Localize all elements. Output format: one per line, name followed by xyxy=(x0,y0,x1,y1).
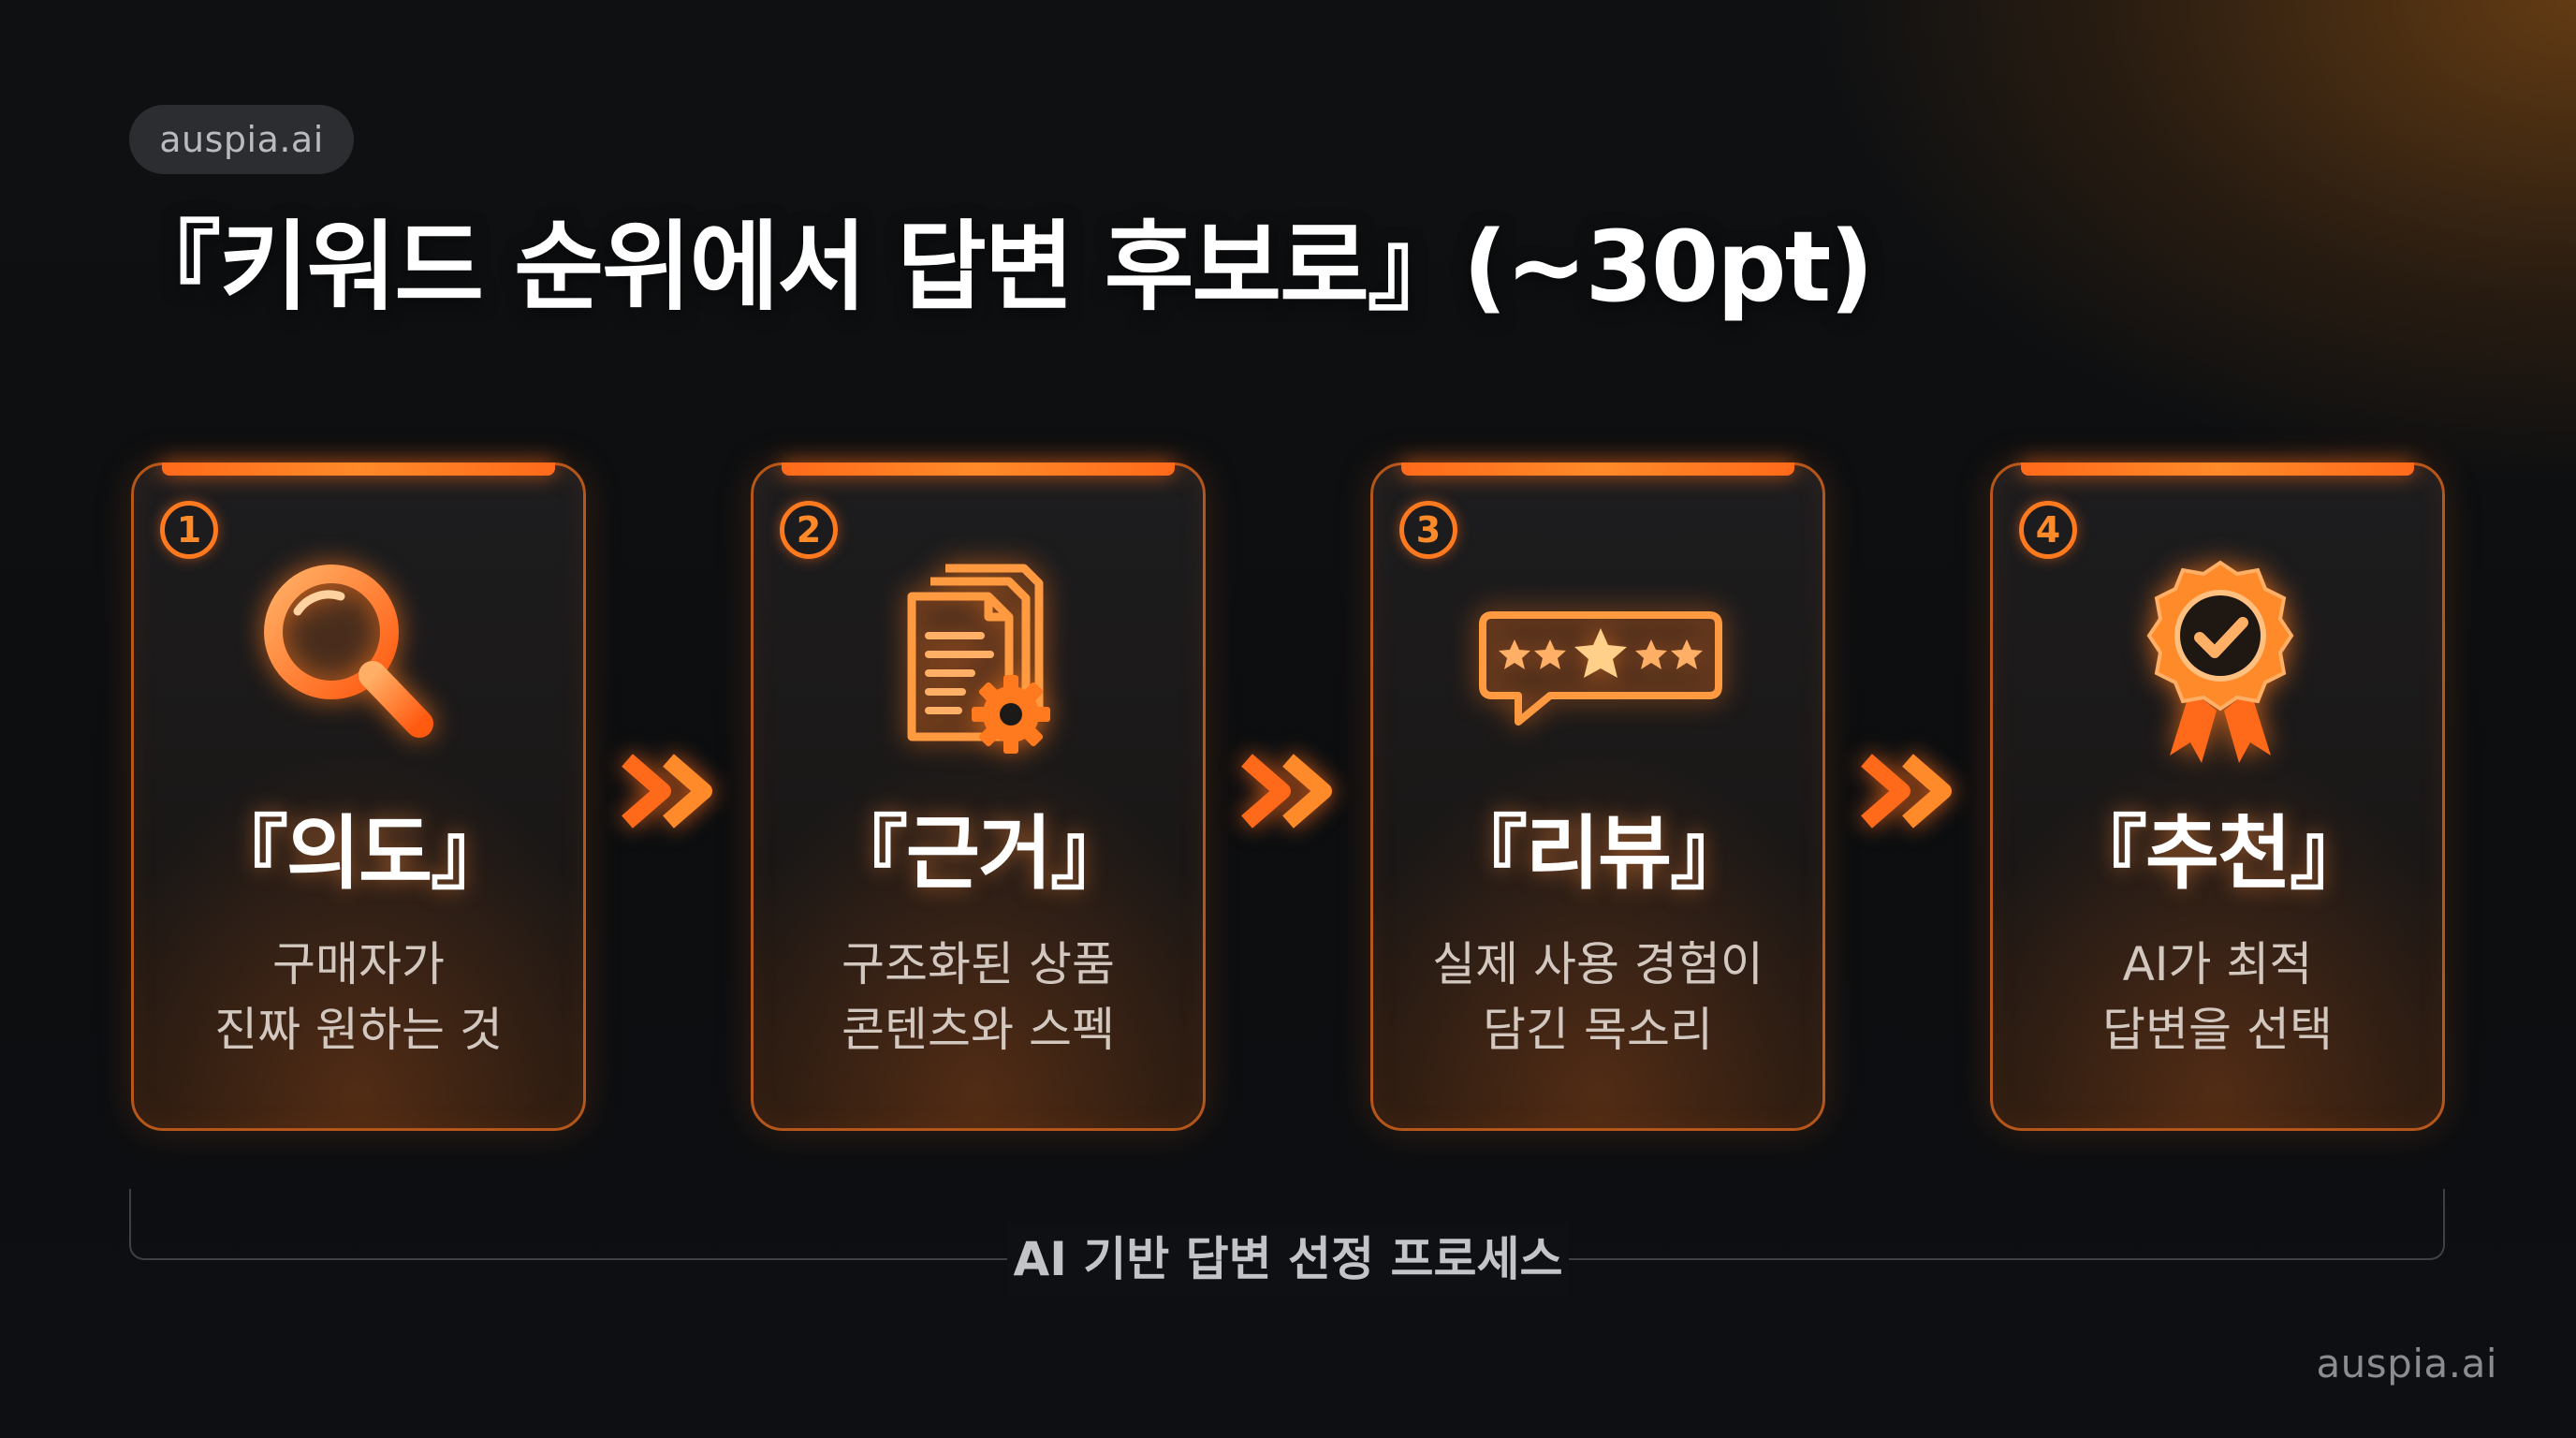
description-line: 진짜 원하는 것 xyxy=(214,1003,503,1057)
page-title: 『키워드 순위에서 답변 후보로』(~30pt) xyxy=(124,210,1874,324)
process-label: AI 기반 답변 선정 프로세스 xyxy=(1007,1225,1569,1294)
description-line: 답변을 선택 xyxy=(2102,1003,2333,1057)
step-number-badge: 3 xyxy=(1399,501,1457,559)
step-label: 『리뷰』 xyxy=(1446,807,1750,901)
step-description: 구매자가 진짜 원하는 것 xyxy=(143,932,574,1063)
magnifier-icon xyxy=(264,565,433,738)
description-line: 담긴 목소리 xyxy=(1483,1003,1713,1057)
step-card-evidence: 2 xyxy=(751,462,1206,1131)
documents-gear-icon xyxy=(907,564,1050,754)
step-card-intent: 1 『의도』 구매자가 진짜 원하는 것 xyxy=(131,462,586,1131)
card-accent-bar xyxy=(782,462,1175,476)
description-line: AI가 최적 xyxy=(2122,937,2313,991)
step-label: 『근거』 xyxy=(827,807,1131,901)
step-card-recommendation: 4 『추천』 AI가 최적 답변을 선택 xyxy=(1990,462,2445,1131)
description-line: 콘텐츠와 스펙 xyxy=(842,1003,1115,1057)
description-line: 구조화된 상품 xyxy=(842,937,1115,991)
footer-brand: auspia.ai xyxy=(2316,1341,2497,1387)
chevron-right-double-icon xyxy=(622,754,712,829)
card-accent-bar xyxy=(1401,462,1794,476)
step-label: 『추천』 xyxy=(2066,807,2370,901)
brand-badge: auspia.ai xyxy=(129,105,354,174)
step-number-badge: 1 xyxy=(160,501,218,559)
star-review-icon xyxy=(1479,611,1722,726)
card-accent-bar xyxy=(162,462,555,476)
description-line: 실제 사용 경험이 xyxy=(1432,937,1764,991)
card-accent-bar xyxy=(2021,462,2414,476)
step-card-reviews: 3 『리뷰』 실제 사용 경험이 담긴 목소리 xyxy=(1370,462,1825,1131)
chevron-right-double-icon xyxy=(1241,754,1332,829)
step-description: 구조화된 상품 콘텐츠와 스펙 xyxy=(763,932,1193,1063)
chevron-right-double-icon xyxy=(1861,754,1952,829)
step-label: 『의도』 xyxy=(207,807,511,901)
step-number-badge: 2 xyxy=(780,501,838,559)
description-line: 구매자가 xyxy=(272,937,445,991)
step-number-badge: 4 xyxy=(2019,501,2077,559)
step-description: AI가 최적 답변을 선택 xyxy=(2002,932,2433,1063)
step-description: 실제 사용 경험이 담긴 목소리 xyxy=(1383,932,1813,1063)
award-badge-icon xyxy=(2146,560,2294,763)
